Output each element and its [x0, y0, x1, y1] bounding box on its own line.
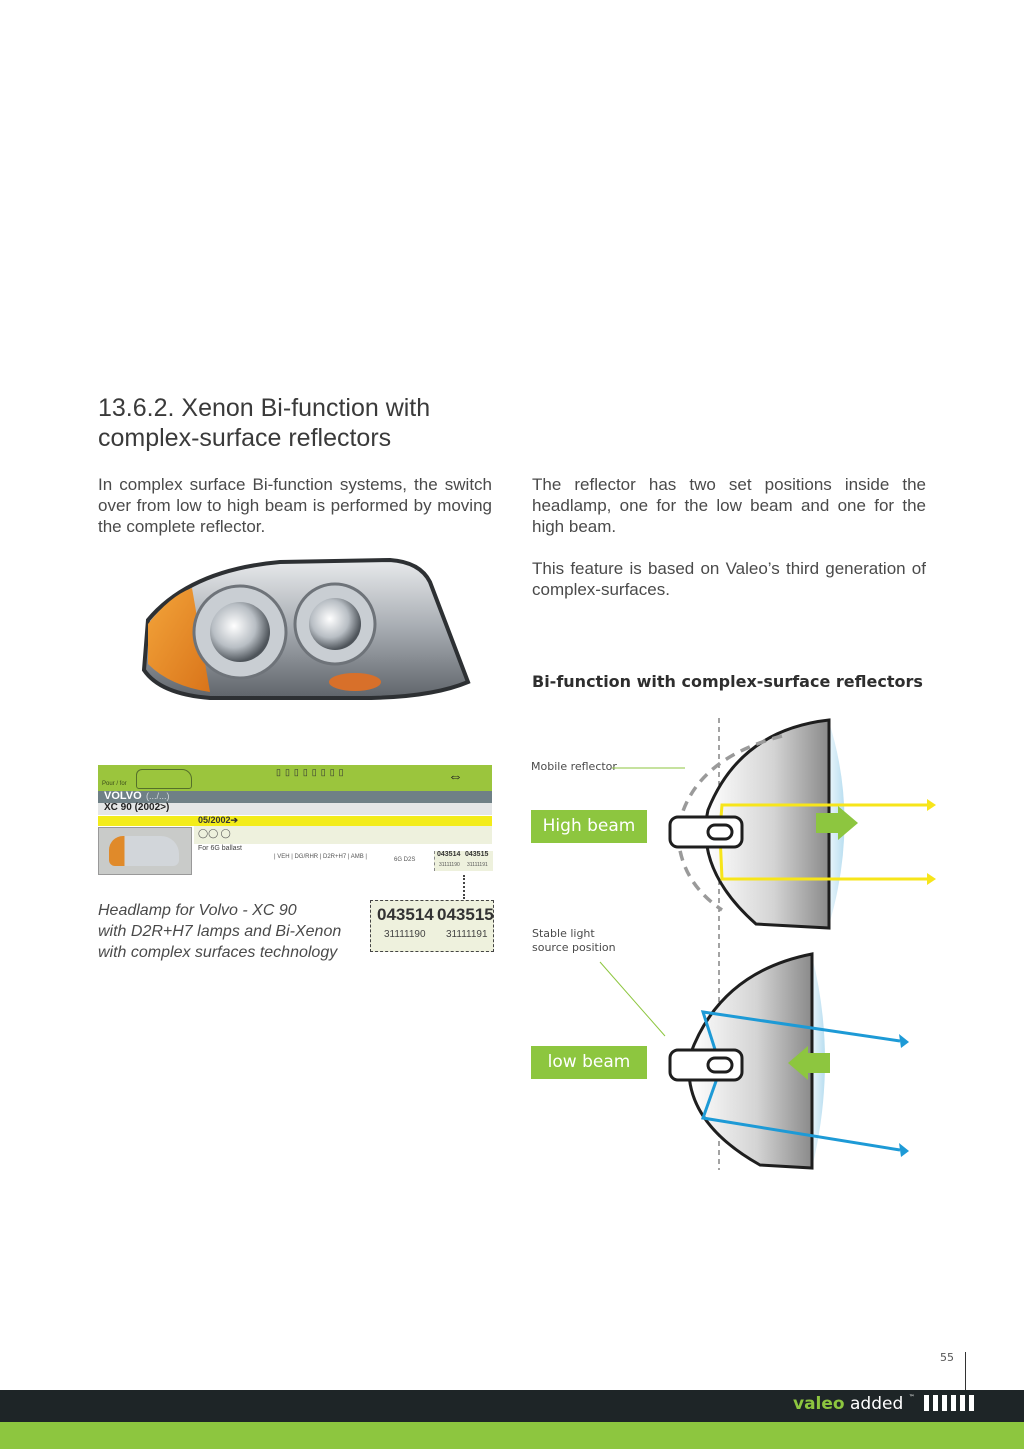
low-beam-label: low beam — [531, 1046, 647, 1079]
lamp-icons: ◯◯ ◯ — [198, 828, 231, 838]
caption-line-2: with D2R+H7 lamps and Bi-Xenon — [98, 923, 342, 940]
catalog-date-bar: 05/2002➔ — [98, 815, 492, 826]
high-beam-filament — [706, 823, 734, 841]
catalog-make: VOLVO — [104, 790, 142, 802]
high-beam-arrowhead-bottom — [927, 873, 936, 885]
catalog-ref-right: 043515 — [465, 851, 489, 858]
part-number-callout: 043514 043515 31111190 31111191 — [370, 900, 494, 952]
low-beam-backward-arrow — [788, 1046, 830, 1080]
catalog-ballast-note: For 6G ballast — [198, 845, 242, 852]
catalog-date: 05/2002➔ — [198, 815, 239, 825]
low-beam-arrowhead-top — [899, 1034, 909, 1048]
lamp-position-icon: ⇔ — [448, 768, 463, 785]
brand-tagline: added — [850, 1394, 904, 1414]
footer-bar — [0, 1390, 1024, 1422]
section-title-line-2: complex-surface reflectors — [98, 424, 392, 452]
reflector-paragraph: The reflector has two set positions insi… — [532, 475, 926, 536]
footer-green-band — [0, 1422, 1024, 1449]
headlamp-photo — [141, 557, 471, 700]
right-text: The reflector has two set positions insi… — [532, 474, 926, 600]
thumbnail-headlamp — [109, 836, 179, 866]
catalog-ref-left: 043514 — [437, 851, 461, 858]
brand-mark: ™ — [908, 1394, 915, 1401]
stable-source-label: Stable light source position — [532, 927, 616, 954]
page-number: 55 — [940, 1351, 954, 1364]
catalog-model-bar: XC 90 (2002>) — [98, 802, 492, 815]
high-beam-forward-arrow — [816, 806, 858, 840]
brand-stripes-icon — [924, 1395, 977, 1411]
catalog-model: XC 90 (2002>) — [104, 802, 170, 813]
mobile-reflector-label: Mobile reflector — [531, 760, 617, 773]
catalog-pour-for: Pour / for — [102, 781, 127, 787]
oe-number-right: 31111191 — [446, 929, 488, 940]
catalog-spec-row: | VEH | DG/RHR | D2R+H7 | AMB | 6G D2S — [194, 853, 492, 867]
high-beam-ray-bottom — [718, 833, 927, 881]
footer-brand: valeo added ™ — [793, 1394, 977, 1414]
stable-source-leader — [599, 961, 666, 1037]
section-title-line-1: 13.6.2. Xenon Bi-function with — [98, 394, 431, 422]
high-beam-unit — [668, 718, 936, 930]
generation-paragraph: This feature is based on Valeo’s third g… — [532, 559, 926, 599]
headlamp-caption: Headlamp for Volvo - XC 90 with D2R+H7 l… — [98, 900, 358, 963]
catalog-header-bar: Pour / for ▯▯▯▯▯▯▯▯ ⇔ — [98, 765, 492, 791]
beam-diagram — [599, 718, 936, 1170]
intro-paragraph: In complex surface Bi-function systems, … — [98, 475, 492, 536]
oe-number-left: 31111190 — [384, 929, 426, 940]
ref-number-right: 043515 — [437, 905, 494, 924]
catalog-oe-left: 31111190 — [439, 862, 460, 868]
function-icons: ▯▯▯▯▯▯▯▯ — [276, 767, 348, 777]
diagram-title: Bi-function with complex-surface reflect… — [532, 672, 923, 691]
page-number-rule — [965, 1352, 966, 1390]
brand-name: valeo — [793, 1394, 845, 1414]
low-beam-arrowhead-bottom — [899, 1143, 909, 1157]
catalog-codes: 6G D2S — [394, 857, 416, 863]
caption-line-1: Headlamp for Volvo - XC 90 — [98, 902, 297, 919]
catalog-thumbnail — [98, 827, 192, 875]
catalog-make-suffix: (.../...) — [146, 791, 170, 801]
low-beam-unit — [668, 952, 909, 1170]
caption-line-3: with complex surfaces technology — [98, 944, 338, 961]
catalog-oe-right: 31111191 — [467, 862, 488, 868]
catalog-make-bar: VOLVO (.../...) — [98, 790, 492, 803]
catalog-lamp-row: ◯◯ ◯ — [194, 826, 492, 844]
ref-number-left: 043514 — [377, 905, 434, 924]
section-title: 13.6.2. Xenon Bi-function with complex-s… — [98, 393, 518, 453]
callout-leader — [463, 875, 465, 899]
catalog-ref-cell: 043514 043515 31111190 31111191 — [434, 851, 493, 871]
catalog-extract: Pour / for ▯▯▯▯▯▯▯▯ ⇔ VOLVO (.../...) XC… — [98, 765, 493, 875]
catalog-specs: | VEH | DG/RHR | D2R+H7 | AMB | — [274, 854, 367, 860]
high-beam-reflector — [704, 718, 831, 930]
car-icon — [136, 769, 192, 789]
high-beam-arrowhead-top — [927, 799, 936, 811]
high-beam-label: High beam — [531, 810, 647, 843]
low-beam-ray-top — [700, 1010, 901, 1066]
low-beam-ray-bottom — [700, 1069, 901, 1152]
low-beam-filament — [706, 1056, 734, 1074]
